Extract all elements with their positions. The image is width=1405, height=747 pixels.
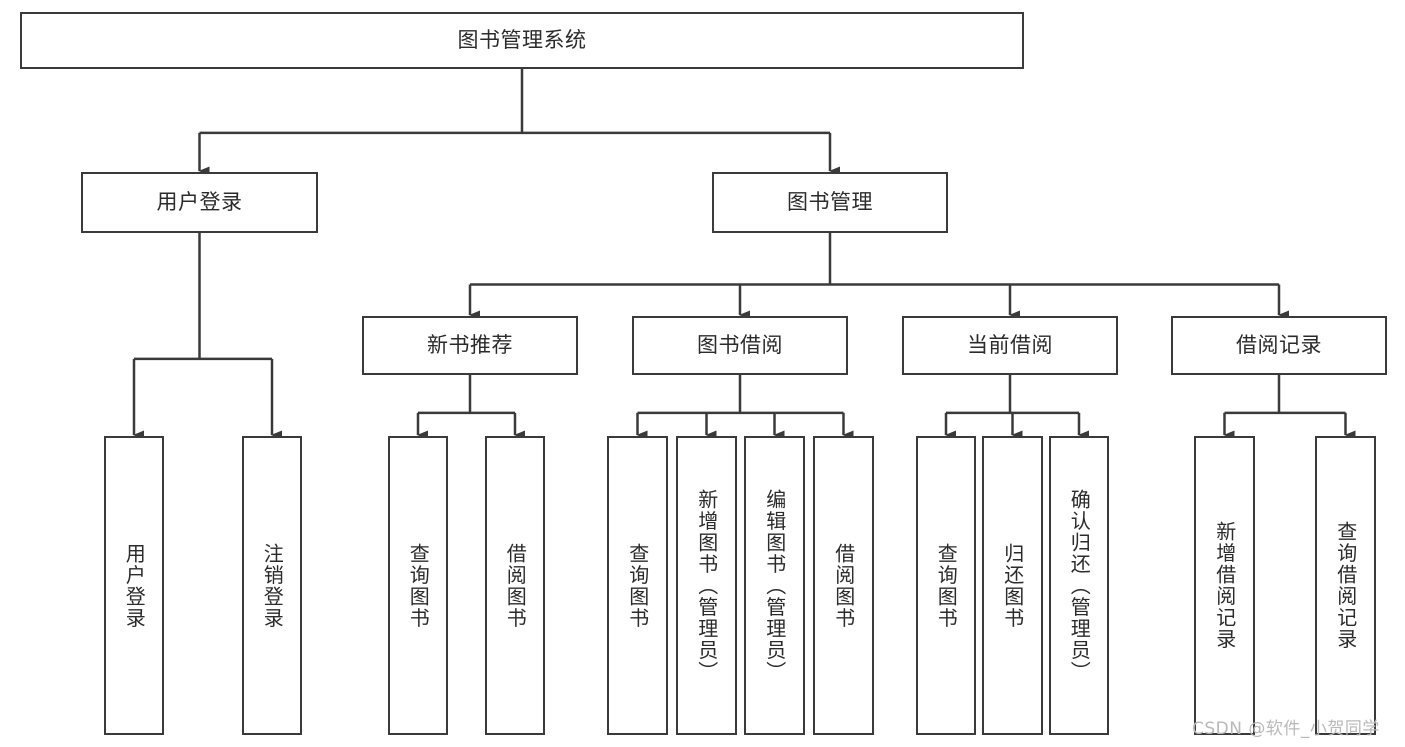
node-user-login-label: 用户登录 xyxy=(156,190,243,215)
node-book-borrow-label: 图书借阅 xyxy=(697,333,783,358)
node-borrow-record-label: 借阅记录 xyxy=(1236,333,1322,358)
node-current-borrow-label: 当前借阅 xyxy=(967,333,1053,358)
leaf-query-book-borrow[interactable]: 查询图书 xyxy=(607,436,668,735)
leaf-edit-book-admin[interactable]: 编辑图书（管理员） xyxy=(744,436,805,735)
leaf-query-book-current[interactable]: 查询图书 xyxy=(916,436,976,735)
leaf-query-book-current-label: 查询图书 xyxy=(934,542,959,629)
watermark: CSDN @软件_小贺同学 xyxy=(1192,719,1380,739)
node-borrow-record[interactable]: 借阅记录 xyxy=(1171,316,1387,375)
node-root-label: 图书管理系统 xyxy=(457,28,587,53)
leaf-query-book-borrow-label: 查询图书 xyxy=(625,542,650,629)
leaf-add-book-admin[interactable]: 新增图书（管理员） xyxy=(676,436,737,735)
leaf-return-book-label: 归还图书 xyxy=(1000,542,1025,629)
node-new-book-recommend[interactable]: 新书推荐 xyxy=(362,316,578,375)
leaf-logout-label: 注销登录 xyxy=(260,542,285,629)
leaf-return-book[interactable]: 归还图书 xyxy=(982,436,1043,735)
leaf-borrow-book-recommend-label: 借阅图书 xyxy=(503,542,528,629)
leaf-edit-book-admin-label: 编辑图书（管理员） xyxy=(762,488,787,683)
leaf-add-book-admin-label: 新增图书（管理员） xyxy=(694,488,719,683)
node-current-borrow[interactable]: 当前借阅 xyxy=(902,316,1118,375)
leaf-query-book-recommend[interactable]: 查询图书 xyxy=(388,436,448,735)
leaf-user-login[interactable]: 用户登录 xyxy=(104,436,164,735)
leaf-confirm-return-admin[interactable]: 确认归还（管理员） xyxy=(1049,436,1109,735)
leaf-query-book-recommend-label: 查询图书 xyxy=(406,542,431,629)
leaf-add-borrow-record-label: 新增借阅记录 xyxy=(1212,521,1237,650)
leaf-logout[interactable]: 注销登录 xyxy=(242,436,302,735)
leaf-query-borrow-record[interactable]: 查询借阅记录 xyxy=(1315,436,1376,735)
node-new-book-recommend-label: 新书推荐 xyxy=(427,333,513,358)
leaf-borrow-book-label: 借阅图书 xyxy=(831,542,856,629)
node-book-borrow[interactable]: 图书借阅 xyxy=(632,316,848,375)
leaf-user-login-label: 用户登录 xyxy=(122,542,147,629)
leaf-add-borrow-record[interactable]: 新增借阅记录 xyxy=(1194,436,1255,735)
node-root[interactable]: 图书管理系统 xyxy=(20,12,1024,69)
node-book-management-label: 图书管理 xyxy=(787,190,873,215)
node-book-management[interactable]: 图书管理 xyxy=(712,172,948,233)
leaf-query-borrow-record-label: 查询借阅记录 xyxy=(1333,521,1358,650)
node-user-login[interactable]: 用户登录 xyxy=(81,172,318,233)
leaf-confirm-return-admin-label: 确认归还（管理员） xyxy=(1067,488,1092,683)
leaf-borrow-book[interactable]: 借阅图书 xyxy=(813,436,874,735)
leaf-borrow-book-recommend[interactable]: 借阅图书 xyxy=(485,436,545,735)
